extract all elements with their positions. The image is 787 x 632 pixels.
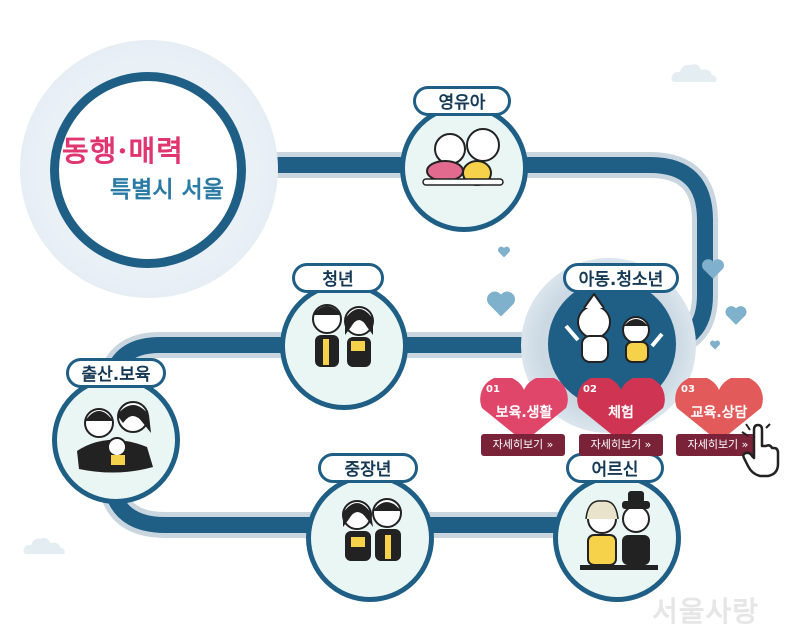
child-teen-illustration (564, 292, 664, 363)
heart-icon (702, 259, 724, 279)
stage-label-childbirth[interactable]: 출산.보육 (66, 358, 166, 388)
stage-label-elderly[interactable]: 어르신 (566, 453, 664, 483)
heart-shape (480, 378, 568, 442)
stage-childbirth[interactable] (52, 376, 180, 504)
submenu-label: 교육.상담 (690, 405, 748, 421)
heart-icon (710, 340, 720, 350)
submenu-number: 02 (583, 384, 597, 395)
cloud-icon (671, 64, 717, 82)
infant-illustration (422, 128, 504, 186)
submenu-care-life[interactable]: 01 보육.생활 (476, 378, 572, 444)
submenu-education-counsel[interactable]: 03 교육.상담 (671, 378, 767, 444)
heart-shape (675, 378, 763, 442)
stage-infant[interactable] (400, 104, 528, 232)
stage-elderly[interactable] (553, 474, 681, 602)
watermark: 서울사랑 (652, 595, 760, 628)
cloud-icon (23, 537, 65, 555)
stage-label-child-teen[interactable]: 아동.청소년 (563, 263, 679, 293)
logo-badge (50, 72, 246, 268)
youth-illustration (312, 304, 374, 367)
elderly-illustration (580, 491, 658, 570)
submenu-number: 03 (681, 384, 695, 395)
stage-youth[interactable] (280, 282, 408, 410)
submenu-experience[interactable]: 02 체험 (573, 378, 669, 444)
stage-label-youth[interactable]: 청년 (292, 263, 384, 293)
submenu-label: 보육.생활 (495, 405, 553, 421)
submenu-number: 01 (486, 384, 500, 395)
logo-slogan: 동행·매력 (62, 134, 184, 168)
childbirth-illustration (77, 401, 153, 473)
more-button-care-life[interactable]: 자세히보기 » (481, 434, 565, 456)
stage-middle-age[interactable] (306, 474, 434, 602)
middle-age-illustration (342, 498, 402, 561)
logo-subtitle: 특별시 서울 (110, 176, 224, 203)
heart-icon (725, 306, 747, 325)
stage-label-middle-age[interactable]: 중장년 (318, 453, 418, 483)
heart-shape (577, 378, 665, 442)
submenu-label: 체험 (608, 405, 634, 421)
more-button-education-counsel[interactable]: 자세히보기 » (676, 434, 760, 456)
more-button-experience[interactable]: 자세히보기 » (579, 434, 663, 456)
heart-icon (498, 246, 510, 258)
stage-label-infant[interactable]: 영유아 (413, 86, 511, 116)
heart-icon (487, 291, 515, 317)
pointer-hand-icon (741, 423, 780, 478)
